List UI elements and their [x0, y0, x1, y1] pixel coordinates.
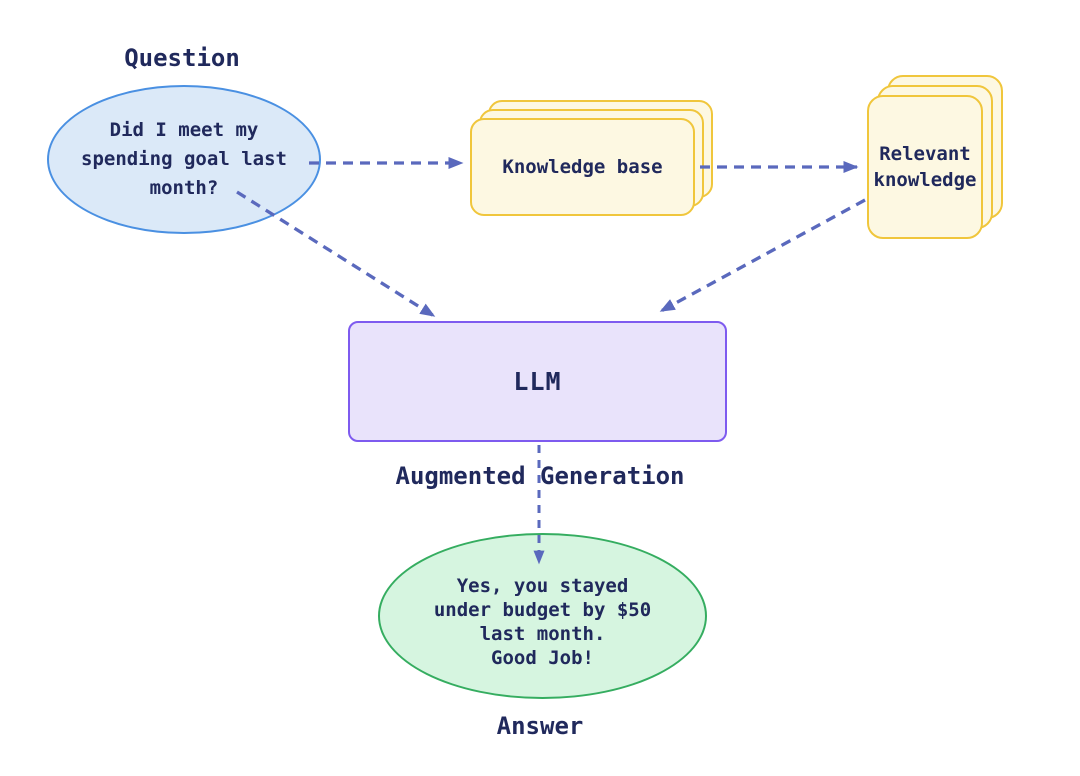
answer-label: Answer — [496, 712, 584, 740]
llm-label: LLM — [513, 367, 562, 396]
answer-bubble: Yes, you stayed under budget by $50 last… — [378, 533, 707, 699]
knowledge-base-label: Knowledge base — [502, 156, 663, 178]
answer-bubble-text: Yes, you stayed under budget by $50 last… — [433, 575, 652, 669]
llm-node: LLM — [348, 321, 727, 442]
question-bubble: Did I meet my spending goal last month? — [47, 85, 321, 234]
relevant-knowledge-node: Relevant knowledge — [867, 75, 1003, 239]
relevant-knowledge-label: Relevant knowledge — [873, 143, 977, 191]
arrow-relevant-knowledge-to-llm — [659, 198, 866, 313]
knowledge-base-node: Knowledge base — [470, 100, 713, 216]
question-label: Question — [124, 44, 240, 72]
augmented-generation-label: Augmented Generation — [395, 462, 685, 490]
relevant-knowledge-card-front: Relevant knowledge — [867, 95, 983, 239]
knowledge-base-card-front: Knowledge base — [470, 118, 695, 216]
question-bubble-text: Did I meet my spending goal last month? — [81, 119, 287, 199]
